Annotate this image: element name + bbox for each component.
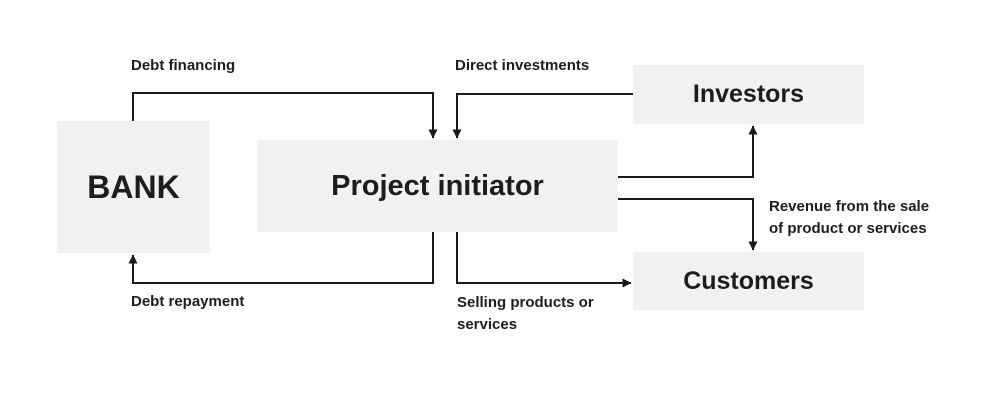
edge-debt-financing-line (132, 92, 438, 139)
edge-label-debt-repayment: Debt repayment (131, 293, 245, 310)
edge-label-selling-products: Selling products or services (457, 292, 627, 336)
edge-direct-investments-line (452, 93, 633, 139)
edge-initiator-to-investors-line (618, 125, 758, 178)
node-project-initiator-label: Project initiator (331, 169, 544, 202)
node-project-initiator: Project initiator (257, 140, 618, 232)
node-customers-label: Customers (683, 266, 814, 295)
edge-label-debt-financing: Debt financing (131, 57, 236, 74)
edge-label-revenue: Revenue from the sale of product or serv… (769, 196, 955, 240)
edge-label-revenue-line2: of product or services (769, 220, 927, 237)
edge-selling-products-line (456, 232, 632, 288)
edge-revenue-line (618, 198, 758, 251)
node-bank: BANK (57, 121, 210, 253)
node-investors: Investors (633, 65, 864, 124)
edge-debt-repayment-line (128, 232, 434, 284)
edge-label-selling-products-line2: services (457, 316, 518, 333)
node-bank-label: BANK (87, 168, 180, 205)
edge-label-revenue-line1: Revenue from the sale (769, 198, 930, 215)
node-investors-label: Investors (692, 80, 805, 108)
node-customers: Customers (633, 252, 864, 310)
edge-label-direct-investments: Direct investments (455, 57, 590, 74)
edge-label-selling-products-line1: Selling products or (457, 294, 594, 311)
